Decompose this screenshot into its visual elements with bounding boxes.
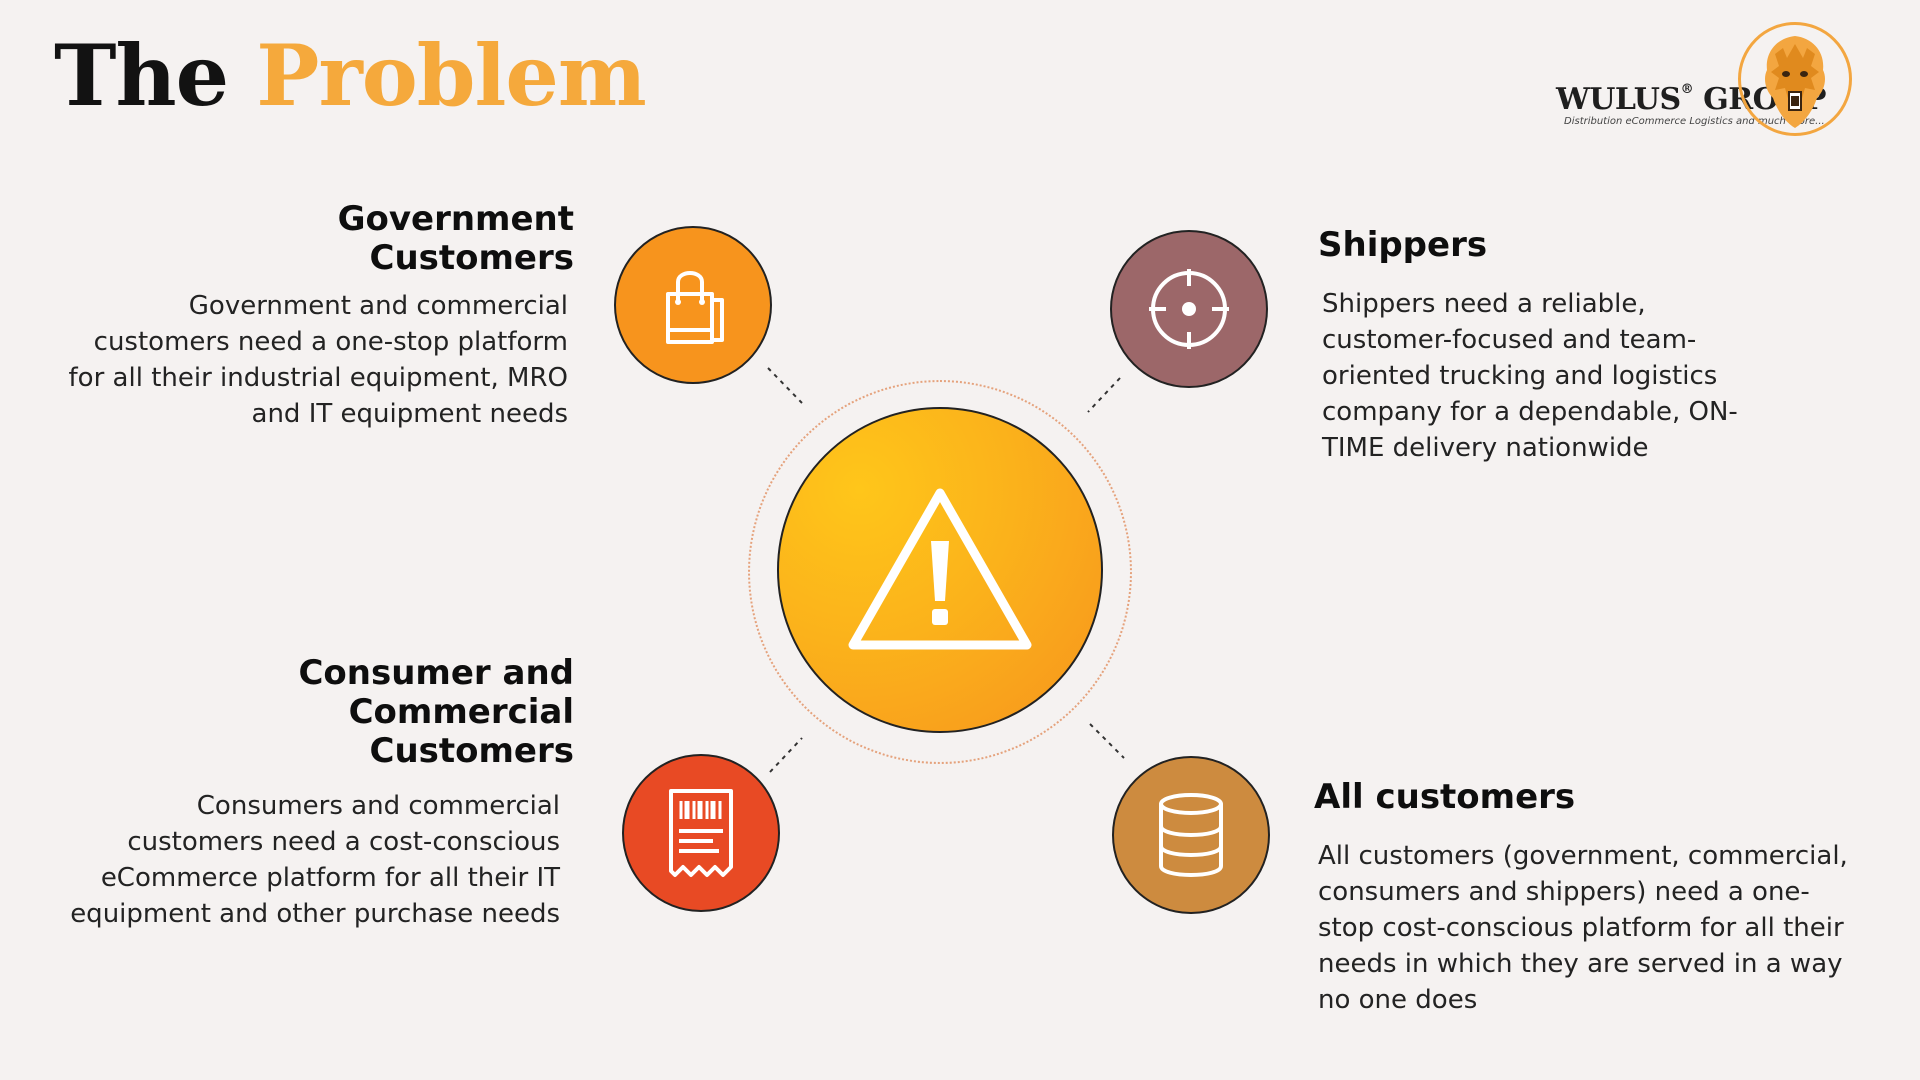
center-warning-circle bbox=[777, 407, 1103, 733]
government-node bbox=[614, 226, 772, 384]
receipt-icon bbox=[669, 789, 733, 877]
consumer-heading: Consumer and Commercial Customers bbox=[298, 653, 574, 771]
shippers-node bbox=[1110, 230, 1268, 388]
consumer-description: Consumers and commercial customers need … bbox=[70, 791, 560, 929]
target-icon bbox=[1149, 269, 1229, 349]
title-word-the: The bbox=[54, 26, 229, 125]
warning-icon bbox=[848, 488, 1032, 650]
shippers-description: Shippers need a reliable, customer-focus… bbox=[1322, 289, 1738, 463]
center-dotted-ring bbox=[748, 380, 1132, 764]
shopping-bag-icon bbox=[666, 271, 724, 344]
database-icon bbox=[1159, 793, 1223, 877]
logo-ring bbox=[1738, 22, 1852, 136]
lion-icon bbox=[1765, 36, 1825, 128]
government-heading: Government Customers bbox=[337, 199, 574, 278]
page-title: The Problem bbox=[54, 26, 647, 126]
consumer-node bbox=[622, 754, 780, 912]
logo-tagline: Distribution eCommerce Logistics and muc… bbox=[1564, 116, 1825, 127]
all-customers-description: All customers (government, commercial, c… bbox=[1318, 841, 1848, 1015]
all-customers-heading: All customers bbox=[1314, 777, 1576, 817]
all-customers-node bbox=[1112, 756, 1270, 914]
title-word-problem: Problem bbox=[256, 26, 646, 125]
government-description: Government and commercial customers need… bbox=[68, 291, 568, 429]
company-logo: WULUS® GROUP Distribution eCommerce Logi… bbox=[1550, 18, 1860, 148]
shippers-heading: Shippers bbox=[1318, 225, 1488, 265]
